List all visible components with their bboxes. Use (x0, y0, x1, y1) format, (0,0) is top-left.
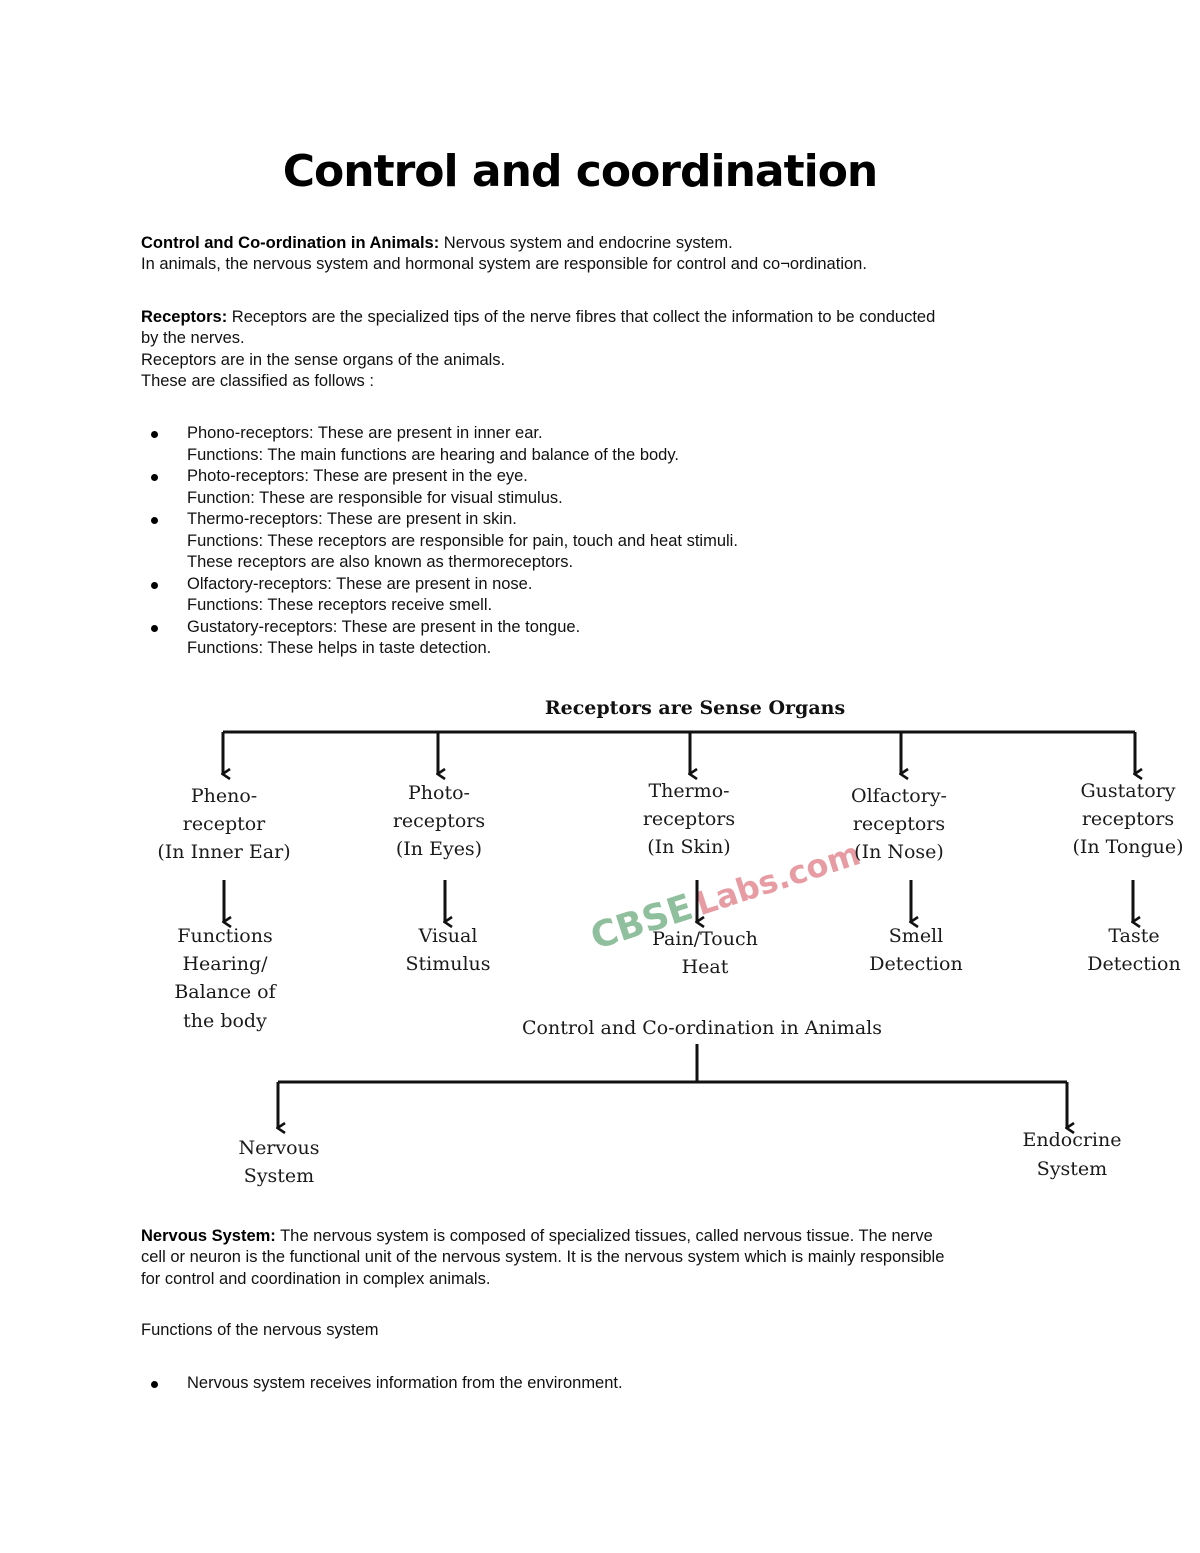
list-item: Nervous system receives information from… (141, 1373, 623, 1395)
list-item: Olfactory-receptors: These are present i… (141, 574, 738, 617)
bottom-branch-lines (278, 1044, 1067, 1128)
receptor-list: Phono-receptors: These are present in in… (141, 423, 738, 660)
function-line: Heat (682, 956, 729, 978)
receptor-node-gustatory: Gustatory receptors (In Tongue) (1072, 780, 1183, 858)
branch-label-line: System (1037, 1158, 1107, 1180)
receptor-name-line: receptors (1082, 808, 1174, 830)
receptors-line2: by the nerves. (141, 329, 245, 348)
function-line: Pain/Touch (652, 928, 758, 950)
receptors-line1: Receptors are the specialized tips of th… (227, 308, 936, 326)
intro-text: Nervous system and endocrine system. (439, 234, 733, 252)
function-line: Visual (418, 925, 478, 947)
receptors-line4: These are classified as follows : (141, 371, 374, 390)
function-line: Hearing/ (182, 953, 268, 975)
receptor-node-photo: Photo- receptors (In Eyes) (393, 782, 485, 860)
receptor-name-line: receptor (183, 813, 266, 835)
receptor-location: (In Tongue) (1072, 836, 1183, 858)
nervous-line1: The nervous system is composed of specia… (275, 1227, 933, 1245)
branch-label-line: System (244, 1165, 314, 1187)
function-node-photo: Visual Stimulus (405, 925, 490, 975)
branch-node-nervous: Nervous System (238, 1137, 319, 1187)
bullet-icon (151, 1381, 158, 1388)
bullet-icon (151, 431, 158, 438)
function-line: the body (183, 1010, 267, 1032)
receptor-name-line: Photo- (408, 782, 470, 804)
function-line: Detection (869, 953, 962, 975)
bullet-icon (151, 624, 158, 632)
bullet-icon (151, 474, 158, 481)
receptor-node-olfactory: Olfactory- receptors (In Nose) (851, 785, 947, 863)
branch-node-endocrine: Endocrine System (1023, 1129, 1122, 1180)
function-arrows (224, 880, 1133, 922)
receptor-name-line: Gustatory (1080, 780, 1175, 802)
list-item: Thermo-receptors: These are present in s… (141, 509, 738, 574)
receptor-name-line: Pheno- (191, 785, 257, 807)
function-line: Balance of (174, 981, 277, 1003)
list-item: Phono-receptors: These are present in in… (141, 423, 738, 466)
function-line: Detection (1087, 953, 1180, 975)
function-node-thermo: Pain/Touch Heat (652, 928, 758, 978)
intro-line2: In animals, the nervous system and hormo… (141, 255, 867, 274)
nervous-line3: for control and coordination in complex … (141, 1269, 491, 1288)
function-node-gustatory: Taste Detection (1087, 925, 1180, 975)
nervous-line2: cell or neuron is the functional unit of… (141, 1248, 945, 1267)
receptor-node-pheno: Pheno- receptor (In Inner Ear) (157, 785, 290, 863)
receptor-name-line: Olfactory- (851, 785, 947, 807)
bullet-icon (151, 517, 158, 524)
intro-label: Control and Co-ordination in Animals: (141, 234, 440, 252)
receptors-paragraph: Receptors: Receptors are the specialized… (141, 307, 1061, 392)
receptors-line3: Receptors are in the sense organs of the… (141, 350, 506, 369)
list-item: Gustatory-receptors: These are present i… (141, 617, 738, 660)
branch-label-line: Nervous (238, 1137, 319, 1159)
receptor-location: (In Skin) (647, 836, 730, 858)
function-line: Functions (177, 925, 272, 947)
branch-label-line: Endocrine (1023, 1129, 1122, 1151)
functions-heading: Functions of the nervous system (141, 1321, 379, 1339)
receptor-name-line: receptors (643, 808, 735, 830)
bullet-icon (151, 581, 158, 589)
function-line: Taste (1108, 925, 1159, 947)
intro-paragraph: Control and Co-ordination in Animals: Ne… (141, 233, 1061, 276)
receptor-location: (In Eyes) (396, 838, 482, 860)
function-line: Stimulus (405, 953, 490, 975)
functions-list: Nervous system receives information from… (141, 1373, 623, 1395)
nervous-system-paragraph: Nervous System: The nervous system is co… (141, 1226, 1061, 1290)
diagram-title: Receptors are Sense Organs (545, 697, 845, 719)
page-title: Control and coordination (282, 146, 879, 197)
receptor-location: (In Inner Ear) (157, 841, 290, 863)
receptor-name-line: Thermo- (648, 780, 729, 802)
receptors-label: Receptors: (141, 308, 228, 326)
list-item: Photo-receptors: These are present in th… (141, 466, 738, 509)
receptor-name-line: receptors (853, 813, 945, 835)
function-node-olfactory: Smell Detection (869, 925, 962, 975)
receptor-location: (In Nose) (854, 841, 944, 863)
nervous-label: Nervous System: (141, 1227, 276, 1245)
receptors-diagram: CBSE Labs.com Receptors are Sense Organs… (140, 682, 1200, 1202)
function-line: Smell (889, 925, 943, 947)
subdiagram-title: Control and Co-ordination in Animals (522, 1017, 882, 1039)
receptor-name-line: receptors (393, 810, 485, 832)
function-node-pheno: Functions Hearing/ Balance of the body (174, 925, 277, 1032)
receptor-node-thermo: Thermo- receptors (In Skin) (643, 780, 735, 858)
top-branch-lines (223, 730, 1135, 774)
